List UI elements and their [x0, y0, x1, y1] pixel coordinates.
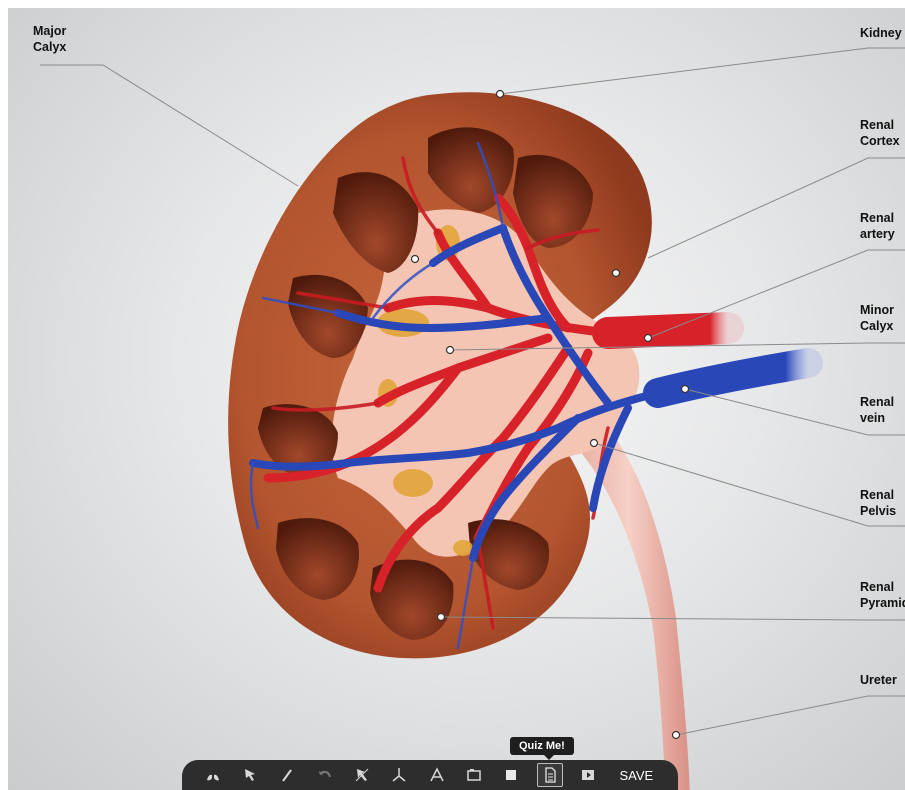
kidney-model[interactable] [8, 8, 905, 790]
camera-icon[interactable] [462, 764, 486, 786]
text-icon[interactable] [425, 764, 449, 786]
label-ureter[interactable]: Ureter [860, 672, 897, 688]
label-major-calyx[interactable]: Major Calyx [33, 23, 66, 55]
pin-major-calyx [412, 256, 419, 263]
pin-renal-vein [682, 386, 689, 393]
present-icon[interactable] [576, 764, 600, 786]
pin-kidney [497, 91, 504, 98]
pin-renal-artery [645, 335, 652, 342]
pin-renal-pelvis [591, 440, 598, 447]
label-renal-cortex[interactable]: Renal Cortex [860, 117, 900, 149]
axes-icon[interactable] [387, 764, 411, 786]
save-button[interactable]: SAVE [613, 768, 659, 783]
label-kidney[interactable]: Kidney [860, 25, 902, 41]
pin-renal-pyramid [438, 614, 445, 621]
pen-icon[interactable] [275, 764, 299, 786]
undo-icon[interactable] [313, 764, 337, 786]
bottom-toolbar: SAVE [182, 760, 678, 790]
quiz-icon[interactable] [537, 763, 563, 787]
pin-renal-cortex [613, 270, 620, 277]
model-viewport[interactable] [8, 8, 905, 790]
quiz-tooltip: Quiz Me! [510, 737, 574, 755]
label-minor-calyx[interactable]: Minor Calyx [860, 302, 894, 334]
ureter-shape[interactable] [568, 428, 690, 790]
select-arrow-icon[interactable] [238, 764, 262, 786]
label-renal-vein[interactable]: Renal vein [860, 394, 894, 426]
pin-minor-calyx [447, 347, 454, 354]
label-renal-pyramid[interactable]: Renal Pyramid [860, 579, 905, 611]
label-renal-pelvis[interactable]: Renal Pelvis [860, 487, 896, 519]
fade-icon[interactable] [499, 764, 523, 786]
label-renal-artery[interactable]: Renal artery [860, 210, 895, 242]
reset-arrow-icon[interactable] [350, 764, 374, 786]
pin-ureter [673, 732, 680, 739]
lungs-icon[interactable] [201, 764, 225, 786]
